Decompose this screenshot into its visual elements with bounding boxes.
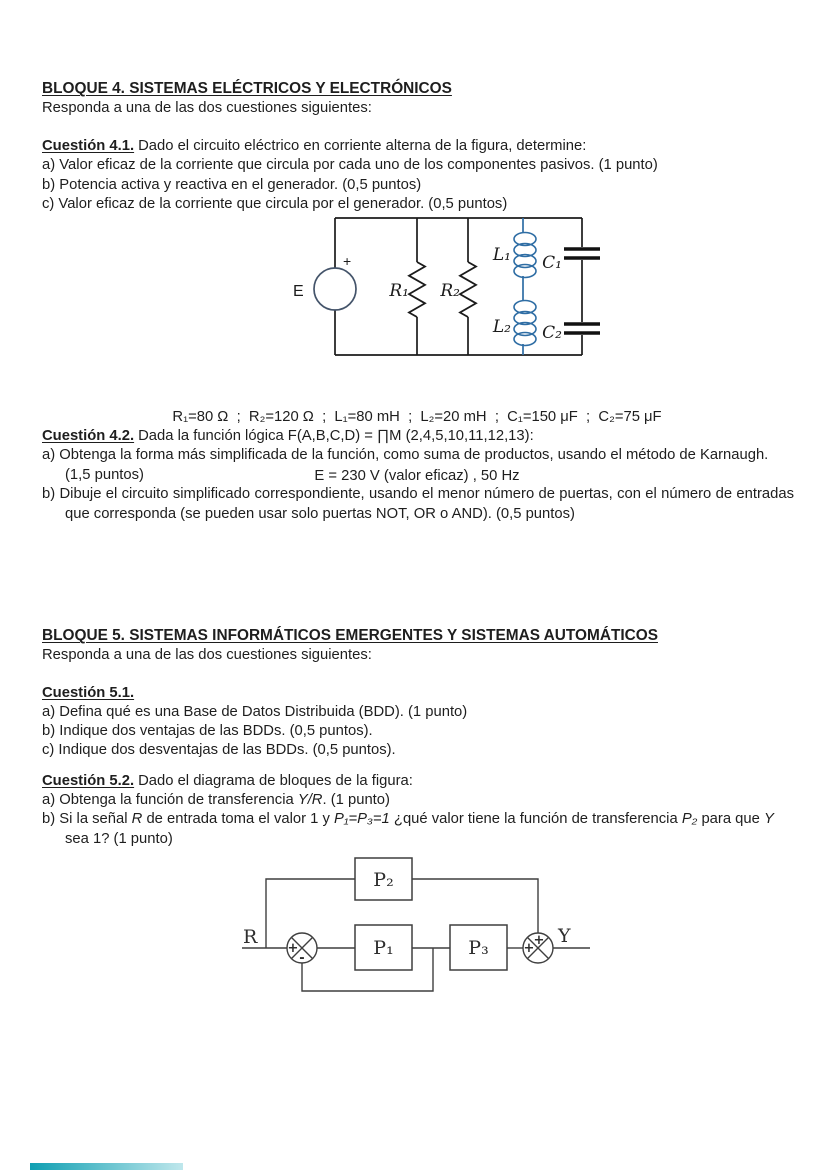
summing-junction-1: + - bbox=[286, 932, 318, 966]
resistor-r2-symbol bbox=[458, 261, 478, 318]
footer-accent-bar bbox=[30, 1163, 183, 1170]
question-4-1: Cuestión 4.1.Dado el circuito eléctrico … bbox=[42, 137, 794, 215]
resistor-r1-label: R₁ bbox=[388, 281, 409, 301]
sum1-plus-sign: + bbox=[288, 941, 299, 956]
inductor-l2-symbol bbox=[513, 299, 537, 347]
capacitor-c1-symbol bbox=[564, 247, 600, 260]
q41-item-c: c) Valor eficaz de la corriente que circ… bbox=[42, 196, 508, 213]
q52b-var-y: Y bbox=[763, 811, 774, 828]
question-4-2: Cuestión 4.2.Dada la función lógica F(A,… bbox=[42, 427, 794, 524]
q52b-t1: de entrada toma el valor 1 y bbox=[142, 811, 334, 828]
q51-item-a: a) Defina qué es una Base de Datos Distr… bbox=[42, 703, 468, 720]
block-diagram-wires bbox=[242, 878, 590, 992]
resistor-r1-symbol bbox=[407, 261, 427, 318]
q52b-t2: ¿qué valor tiene la función de transfere… bbox=[389, 811, 682, 828]
capacitor-c1-label: C₁ bbox=[542, 253, 562, 273]
block-p3 bbox=[449, 924, 508, 971]
q52a-points: . (1 punto) bbox=[322, 792, 390, 809]
input-label: R bbox=[243, 926, 258, 948]
summing-junction-2: + + bbox=[522, 932, 554, 964]
capacitor-c2-symbol bbox=[564, 322, 600, 335]
q42-intro: Cuestión 4.2.Dada la función lógica F(A,… bbox=[42, 427, 794, 446]
q52-item-b: b) Si la señal R de entrada toma el valo… bbox=[42, 810, 798, 848]
q52b-var-p2: P₂ bbox=[681, 811, 698, 828]
sum2-left-plus-sign: + bbox=[524, 941, 535, 956]
q52-label: Cuestión 5.2. bbox=[42, 773, 135, 789]
q52b-t4: sea 1? (1 punto) bbox=[65, 830, 173, 847]
bloque5-instruction: Responda a una de las dos cuestiones sig… bbox=[42, 647, 372, 663]
q41-text: Dado el circuito eléctrico en corriente … bbox=[138, 138, 587, 154]
inductor-l2-label: L₂ bbox=[492, 317, 511, 337]
bloque5-title: BLOQUE 5. SISTEMAS INFORMÁTICOS EMERGENT… bbox=[42, 627, 658, 644]
block-p1-label: P₁ bbox=[373, 937, 393, 959]
component-values-line1: R₁=80 Ω ; R₂=120 Ω ; L₁=80 mH ; L₂=20 mH… bbox=[172, 409, 662, 425]
q42-item-b: b) Dibuje el circuito simplificado corre… bbox=[42, 486, 794, 522]
sum2-top-plus-sign: + bbox=[534, 933, 545, 948]
bloque4-instruction: Responda a una de las dos cuestiones sig… bbox=[42, 100, 372, 116]
q52b-t0: b) Si la señal bbox=[42, 811, 132, 828]
block-diagram: + - + + P₂ P₁ P₃ R Y bbox=[242, 857, 590, 992]
component-values: R₁=80 Ω ; R₂=120 Ω ; L₁=80 mH ; L₂=20 mH… bbox=[42, 369, 792, 525]
circuit-wires bbox=[334, 217, 583, 356]
source-label: E bbox=[293, 283, 304, 300]
resistor-r2-label: R₂ bbox=[439, 281, 460, 301]
voltage-source-symbol bbox=[313, 267, 357, 311]
q52b-var-r: R bbox=[131, 811, 143, 828]
q42-item-a: a) Obtenga la forma más simplificada de … bbox=[42, 447, 769, 483]
capacitor-c2-label: C₂ bbox=[542, 323, 562, 343]
q52a-text: a) Obtenga la función de transferencia bbox=[42, 792, 298, 809]
q41-label: Cuestión 4.1. bbox=[42, 138, 135, 154]
q51-intro: Cuestión 5.1. bbox=[42, 684, 794, 703]
q42-text: Dada la función lógica F(A,B,C,D) = ∏M (… bbox=[138, 428, 534, 444]
circuit-diagram: + E R₁ R₂ L₁ L₂ bbox=[293, 217, 600, 356]
q42-label: Cuestión 4.2. bbox=[42, 428, 135, 444]
circuit-figure: + E R₁ R₂ L₁ L₂ bbox=[285, 212, 625, 362]
q52b-t3: para que bbox=[697, 811, 764, 828]
q52-text: Dado el diagrama de bloques de la figura… bbox=[138, 773, 413, 789]
bloque4-title: BLOQUE 4. SISTEMAS ELÉCTRICOS Y ELECTRÓN… bbox=[42, 80, 452, 97]
q51-item-c: c) Indique dos desventajas de las BDDs. … bbox=[42, 741, 396, 758]
q41-intro: Cuestión 4.1.Dado el circuito eléctrico … bbox=[42, 137, 794, 156]
block-p2 bbox=[354, 857, 413, 901]
inductor-l1-symbol bbox=[513, 231, 537, 279]
block-diagram-figure: + - + + P₂ P₁ P₃ R Y bbox=[235, 855, 605, 1015]
q52a-var: Y/R bbox=[297, 792, 323, 809]
output-label: Y bbox=[557, 925, 571, 947]
question-5-2: Cuestión 5.2.Dado el diagrama de bloques… bbox=[42, 772, 798, 849]
q52-intro: Cuestión 5.2.Dado el diagrama de bloques… bbox=[42, 772, 798, 791]
q41-item-b: b) Potencia activa y reactiva en el gene… bbox=[42, 176, 422, 193]
bloque4-header: BLOQUE 4. SISTEMAS ELÉCTRICOS Y ELECTRÓN… bbox=[42, 80, 794, 116]
inductor-l1-label: L₁ bbox=[492, 245, 511, 265]
q52-item-a: a) Obtenga la función de transferencia Y… bbox=[42, 791, 798, 810]
bloque5-header: BLOQUE 5. SISTEMAS INFORMÁTICOS EMERGENT… bbox=[42, 627, 794, 663]
q52b-var-p1p3: P₁=P₃=1 bbox=[334, 811, 390, 828]
source-plus-sign: + bbox=[343, 253, 351, 269]
sum1-minus-sign: - bbox=[299, 951, 304, 966]
component-values-line2: E = 230 V (valor eficaz) , 50 Hz bbox=[314, 467, 520, 484]
block-p2-label: P₂ bbox=[373, 869, 393, 891]
block-p1 bbox=[354, 924, 413, 971]
question-5-1: Cuestión 5.1. a) Defina qué es una Base … bbox=[42, 684, 794, 760]
q41-item-a: a) Valor eficaz de la corriente que circ… bbox=[42, 157, 658, 174]
q51-label: Cuestión 5.1. bbox=[42, 685, 135, 701]
q51-item-b: b) Indique dos ventajas de las BDDs. (0,… bbox=[42, 722, 373, 739]
block-p3-label: P₃ bbox=[468, 937, 488, 959]
